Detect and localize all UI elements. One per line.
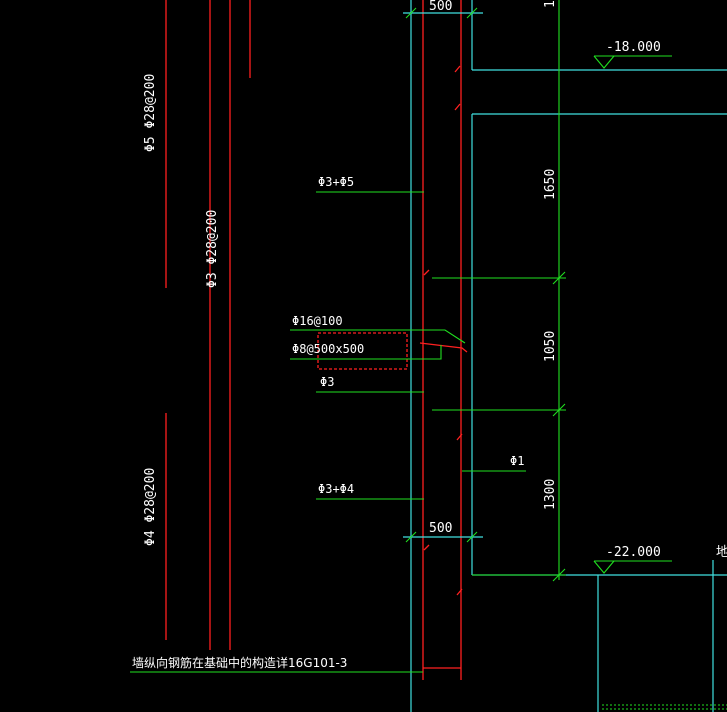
bottom-dim-tick-left: [405, 531, 417, 543]
text-labels: 500 500 -18.000 -22.000 1650 1050 1300 Φ…: [132, 0, 727, 670]
leader-label-phi3-phi5: Φ3+Φ5: [318, 175, 354, 189]
bottom-dim-tick-right: [466, 531, 478, 543]
ground-hatch: [602, 704, 727, 710]
leader-label-phi16: Φ16@100: [292, 314, 343, 328]
elevation-bottom-label: -22.000: [606, 545, 661, 560]
top-dim-tick-left: [405, 7, 417, 19]
vertical-dim-1650: 1650: [543, 169, 558, 200]
leader-phi16: [290, 329, 466, 344]
rebar-lines: [165, 0, 468, 680]
vertical-dim-1300: 1300: [543, 479, 558, 510]
foundation-note: 墙纵向钢筋在基础中的构造详16G101-3: [132, 655, 347, 670]
rebar-dash-1: [454, 65, 461, 73]
leader-label-phi1: Φ1: [510, 454, 524, 468]
edge-mark-top-right: 1: [543, 0, 558, 8]
leader-phi8: [290, 345, 442, 360]
rebar-dash-2: [454, 103, 461, 111]
top-dimension-label: 500: [429, 0, 452, 14]
rebar-dash-4: [456, 433, 463, 441]
label-phi3-phi28: Φ3 Φ28@200: [205, 210, 220, 288]
leader-label-phi8: Φ8@500x500: [292, 342, 364, 356]
vertical-dim-1050: 1050: [543, 331, 558, 362]
label-phi4-phi28: Φ4 Φ28@200: [143, 468, 158, 546]
elevation-top-label: -18.000: [606, 40, 661, 55]
rebar-dash-3: [423, 269, 430, 276]
bottom-dimension-label: 500: [429, 521, 452, 536]
rebar-dash-6: [456, 588, 463, 596]
leader-label-phi3: Φ3: [320, 375, 334, 389]
structure-outlines: [403, 0, 727, 712]
label-phi5-phi28: Φ5 Φ28@200: [143, 74, 158, 152]
leader-label-phi3-phi4: Φ3+Φ4: [318, 482, 354, 496]
top-dim-tick-right: [466, 7, 478, 19]
elevation-symbol-bottom: [593, 560, 672, 574]
leader-lines: [130, 0, 727, 710]
rebar-tie-bend: [419, 342, 468, 353]
elevation-symbol-top: [593, 55, 672, 69]
rebar-dash-5: [423, 544, 430, 551]
rebar-tie-dashed-box: [317, 332, 408, 370]
edge-mark-right: 地: [716, 545, 727, 560]
